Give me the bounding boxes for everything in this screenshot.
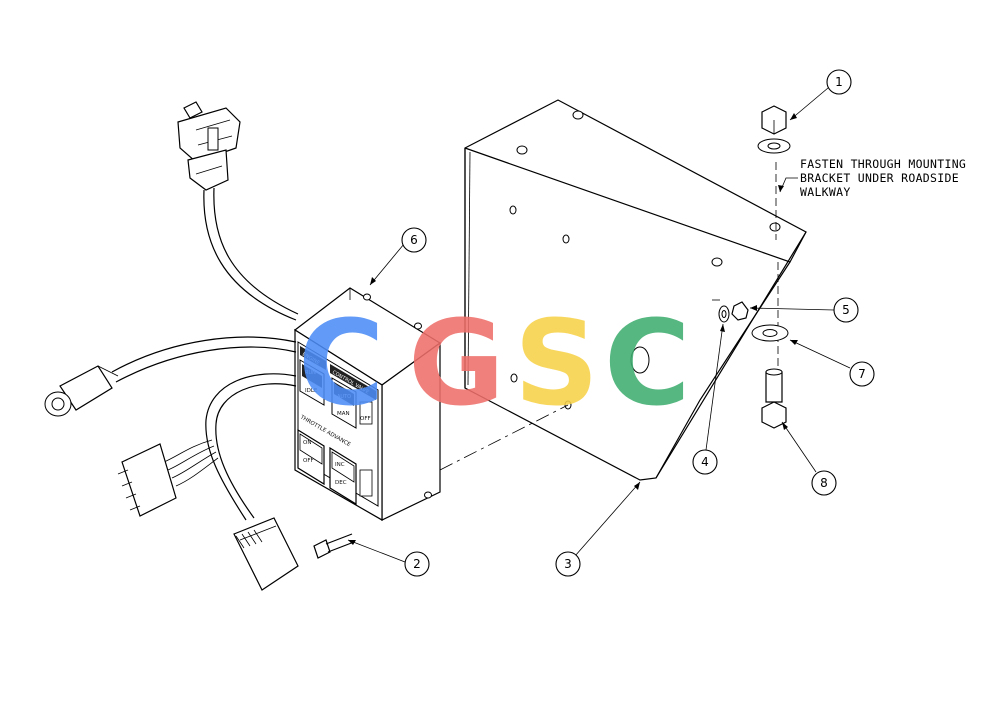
run-label: RUN [305, 370, 316, 376]
man-label: MAN [337, 411, 350, 417]
cgsc-watermark: C G S C [298, 294, 691, 432]
note-line-3: WALKWAY [800, 185, 851, 199]
idle-label: IDLE [305, 388, 318, 394]
note-line-1: FASTEN THROUGH MOUNTING [800, 157, 966, 171]
callout-7: 7 [789, 339, 875, 387]
callout-number: 8 [820, 476, 828, 490]
inc-label: INC [335, 462, 345, 468]
callout-number: 5 [842, 303, 850, 317]
callout-number: 3 [564, 557, 572, 571]
watermark-letter: S [514, 294, 599, 432]
control-box: ENGINE CONTROL VALVE RUN IDLE AUTO MAN O… [293, 287, 442, 522]
plug-connector-6pin [117, 443, 177, 517]
washer-4 [718, 305, 730, 323]
dec-label: DEC [335, 480, 347, 486]
callout-5: 5 [749, 297, 859, 323]
watermark-letter: G [408, 294, 505, 432]
fastening-note: FASTEN THROUGH MOUNTING BRACKET UNDER RO… [778, 157, 966, 199]
callout-number: 4 [701, 455, 709, 469]
flat-connector [233, 517, 299, 591]
auto-label: AUTO [337, 394, 351, 400]
watermark-letter: C [604, 294, 691, 432]
callout-number: 7 [858, 367, 866, 381]
control-valve-man-auto-switch[interactable]: AUTO MAN [331, 377, 357, 429]
callout-number: 1 [835, 75, 843, 89]
bolt-8 [761, 368, 787, 429]
watermark-letter: C [298, 294, 385, 432]
relay-connector [177, 101, 241, 191]
nut-5 [731, 301, 749, 321]
callout-4: 4 [692, 323, 725, 475]
throttle-inc-dec-switch[interactable]: INC DEC [329, 446, 357, 506]
callout-8: 8 [781, 421, 837, 496]
screw [313, 533, 355, 559]
on-label: ON [303, 440, 311, 446]
switch-panel: ENGINE CONTROL VALVE RUN IDLE AUTO MAN O… [297, 341, 379, 507]
callout-number: 6 [410, 233, 418, 247]
callout-number: 2 [413, 557, 421, 571]
side-off-label: OFF [360, 416, 371, 422]
washer-7 [751, 324, 789, 342]
mounting-bracket [439, 99, 807, 481]
note-line-2: BRACKET UNDER ROADSIDE [800, 171, 959, 185]
callout-1: 1 [789, 69, 852, 121]
callout-3: 3 [555, 481, 641, 577]
round-plug [44, 365, 119, 417]
callout-2: 2 [347, 539, 430, 577]
wiring-harness [44, 101, 299, 591]
callout-6: 6 [369, 227, 427, 286]
off-label: OFF [303, 458, 314, 464]
throttle-on-off-switch[interactable]: ON OFF [297, 428, 325, 486]
bolt-top [757, 105, 791, 154]
engine-run-idle-switch[interactable]: RUN IDLE [299, 359, 325, 406]
